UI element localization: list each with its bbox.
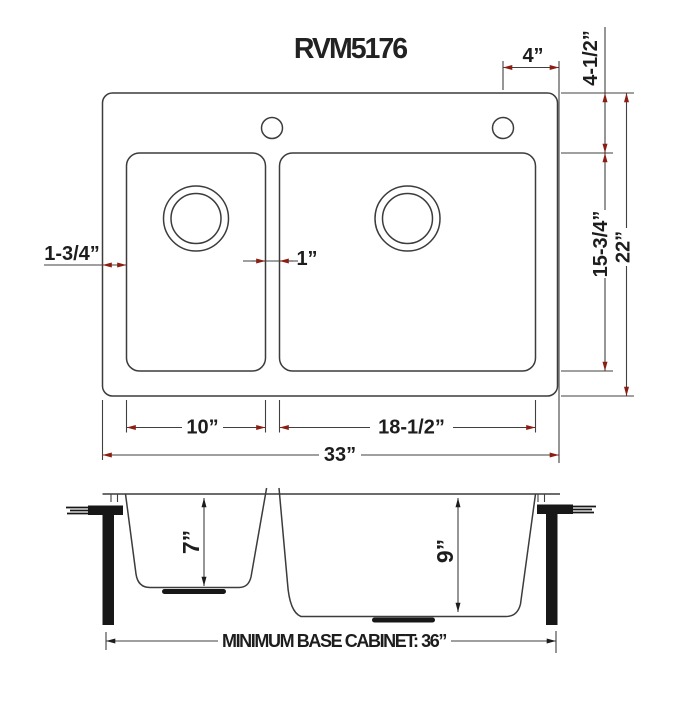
drain-left-inner [170,192,222,245]
dim-left-bowl-depth: 7” [178,498,207,586]
dim-overall-depth-label: 22” [613,231,635,263]
faucet-hole-left [260,116,284,140]
dim-right-bowl-width: 18-1/2” [278,400,537,439]
drain-right-outer [374,185,441,252]
sink-outline [101,92,559,397]
countertop-left-bar [88,505,123,515]
dim-faucet-offset-label: 4” [522,45,543,67]
plan-view [101,92,559,397]
dim-cabinet: MINIMUM BASE CABINET: 36” [105,631,557,653]
bowl-right-profile [278,487,537,618]
countertop-right-bar [537,504,573,514]
dim-overall-depth: 22” [613,93,635,396]
drain-right-inner [381,192,434,245]
drain-left-section [162,589,226,594]
dim-faucet-offset: 4” [502,45,560,463]
bowl-left [125,152,267,372]
dim-rim-depth: 4-1/2” [580,27,608,153]
bowl-left-profile [124,487,268,589]
section-view: 7” 9” MINIMUM BASE CABINET: 36” [66,487,596,653]
right-extension-lines [561,92,634,397]
drawing-title: RVM5176 [294,33,407,65]
dim-right-bowl-depth: 9” [432,498,461,612]
dim-left-bowl-width: 10” [125,400,267,439]
dim-bowl-depth: 15-3/4” [590,153,612,371]
dim-divider-label: 1” [296,248,317,270]
dim-right-bowl-width-label: 18-1/2” [378,417,445,439]
dim-overall-width-label: 33” [324,444,356,466]
drain-right-section [372,617,435,623]
dim-rim-depth-label: 4-1/2” [580,30,602,86]
cabinet-left-panel [102,515,114,625]
dim-overall-width: 33” [101,400,559,466]
cabinet-right-panel [546,514,558,625]
dim-left-rim: 1-3/4” [44,243,127,268]
dim-divider: 1” [243,248,318,270]
dim-right-bowl-depth-label: 9” [432,539,458,563]
cabinet-note-label: MINIMUM BASE CABINET: 36” [222,631,446,651]
dim-left-bowl-width-label: 10” [186,417,218,439]
drain-left-outer [162,185,230,252]
dim-left-bowl-depth-label: 7” [178,530,204,554]
faucet-hole-right [491,116,515,140]
dim-left-rim-label: 1-3/4” [44,243,100,265]
dim-bowl-depth-label: 15-3/4” [590,211,612,278]
